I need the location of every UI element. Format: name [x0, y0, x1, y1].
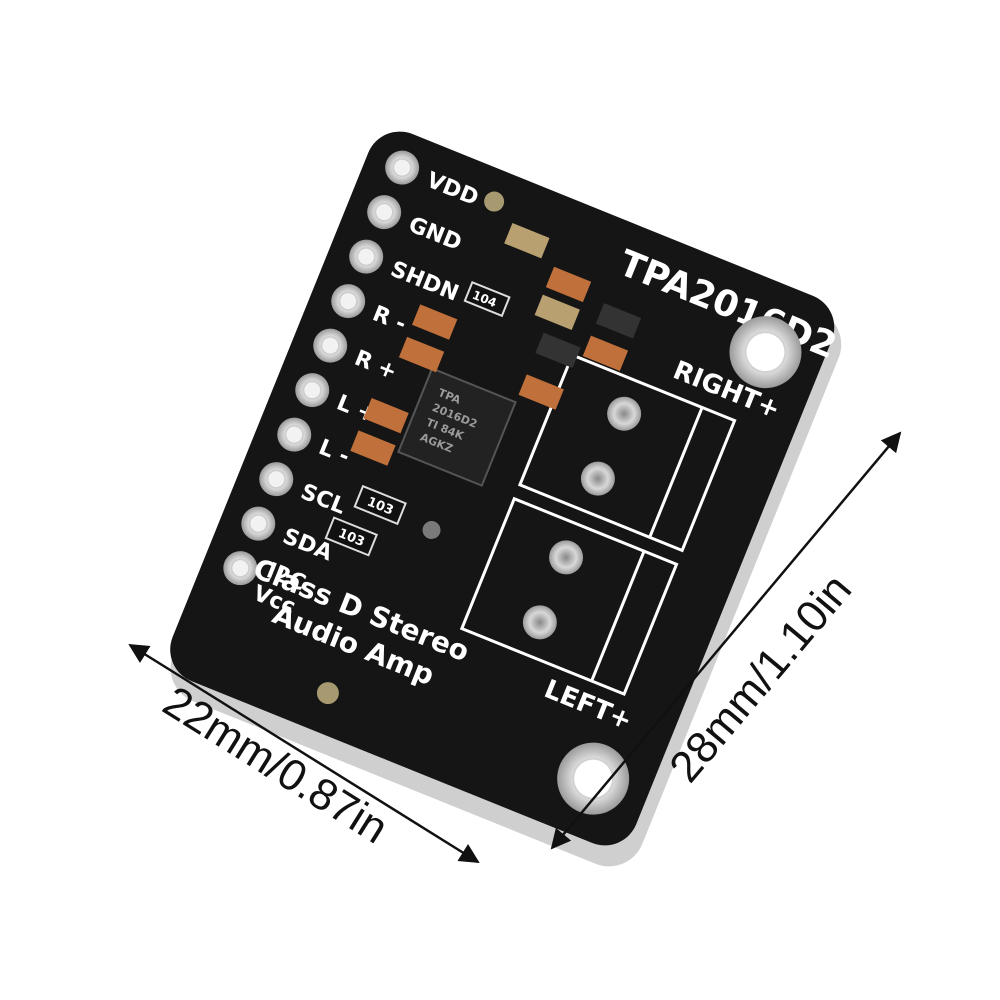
header-pin-hole [268, 471, 285, 488]
header-pin-hole [250, 515, 267, 532]
header-pins [223, 150, 420, 586]
width-dimension-arrow [128, 643, 480, 864]
header-pin-hole [340, 293, 357, 310]
right-terminal-pad-1 [607, 396, 642, 431]
header-pin-hole [358, 248, 375, 265]
header-pin-hole [394, 159, 411, 176]
amplifier-chip: TPA 2016D2 TI 84K AGKZ [397, 367, 517, 487]
header-pin-hole [376, 204, 393, 221]
header-pin-hole [232, 560, 249, 577]
header-pin-hole [304, 382, 321, 399]
via-gold-top [484, 191, 505, 212]
header-pin-hole [322, 337, 339, 354]
header-pin-hole [286, 426, 303, 443]
mounting-hole-top-right-center [746, 333, 785, 372]
via [422, 521, 441, 540]
smd-components: 104 103 103 [324, 222, 642, 557]
height-dimension-arrow [550, 431, 902, 850]
resistor-103-a [353, 484, 407, 526]
resistor-103-b [324, 516, 379, 557]
resistor-104 [463, 280, 511, 318]
left-terminal-pad-2 [522, 605, 557, 640]
